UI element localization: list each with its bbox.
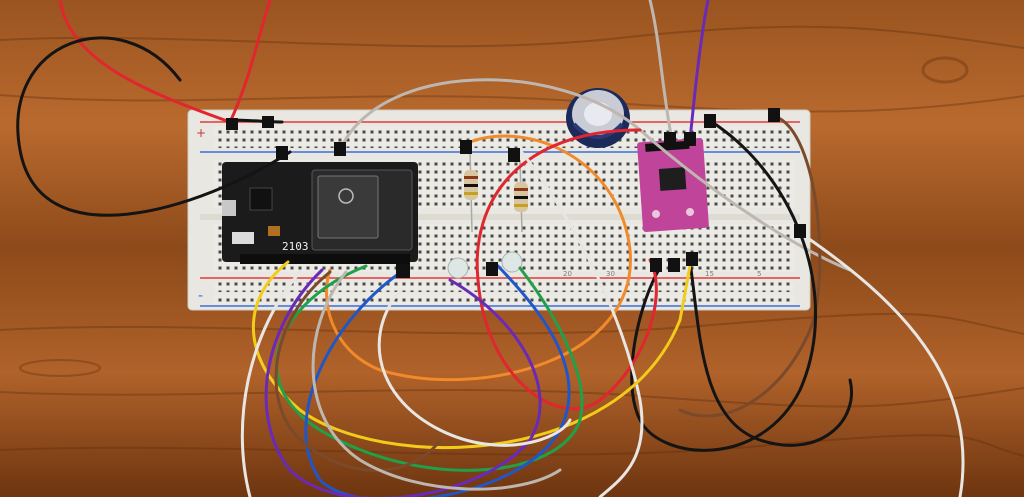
wire-blue [304,264,571,497]
esp32-dev-board-icon: 2103 [222,162,418,264]
column-label-15: 15 [705,270,714,278]
wire-white-bottom-2 [377,288,572,447]
wire-red-center [475,128,658,411]
rail-minus-bottom: - [198,288,203,304]
wire-purple-bottom [264,268,542,497]
board-label-text: 2103 [282,240,309,253]
column-label-5: 5 [757,270,761,278]
wire-orange [325,134,632,382]
esp32-module-shield [317,175,379,239]
rail-plus-top: + [196,126,206,140]
wire-white-center [518,148,644,497]
wire-purple-top-right [688,0,710,142]
sensor-module-icon [637,138,709,232]
wire-brown-bottom [274,270,442,472]
center-channel [200,214,800,220]
header-pins [226,108,806,278]
led-icon [447,251,523,279]
boot-button [232,232,254,244]
usb-chip [249,187,273,211]
wire-grey-top-right [648,0,674,142]
wire-black-right-2 [688,260,853,447]
wire-white-right [794,228,965,497]
wire-black-top-left [16,36,292,217]
wire-red-top-left [58,0,272,124]
resistor-icon [464,149,528,233]
column-label-20: 20 [563,270,572,278]
wire-white-bottom-left [240,270,302,497]
wires [16,0,965,497]
column-label-30: 30 [606,270,615,278]
wire-grey-bottom [311,270,562,491]
wood-grain [0,25,1024,457]
usb-port [222,200,236,216]
wire-grey-arc [338,78,852,272]
wire-yellow [251,260,692,449]
